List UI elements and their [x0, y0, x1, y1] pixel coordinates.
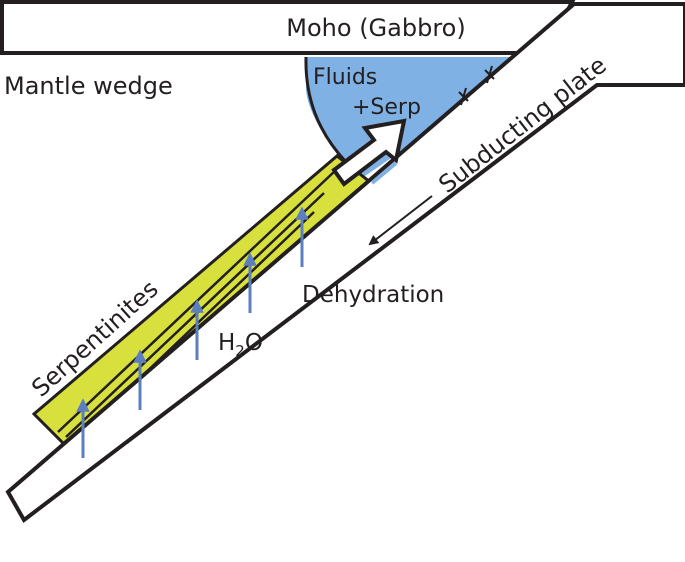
slab-descent-arrow [368, 195, 433, 246]
serpentinite-lamina-2 [65, 192, 325, 438]
moho-label: Moho (Gabbro) [286, 14, 465, 42]
fluid-zone-boundary [304, 56, 348, 164]
h2o-label: H2O [218, 330, 263, 360]
serp-label: +Serp [352, 95, 421, 120]
mantle-wedge-label: Mantle wedge [4, 72, 173, 100]
dehydration-label: Dehydration [302, 282, 444, 308]
fluid-zone [306, 57, 520, 178]
subducting-plate [5, 2, 685, 523]
interface-cross-markers [458, 65, 495, 106]
fluids-label: Fluids [313, 65, 377, 90]
water-arrows [76, 206, 309, 458]
fluid-channel [370, 161, 398, 185]
fluid-migration-arrow [331, 118, 407, 187]
